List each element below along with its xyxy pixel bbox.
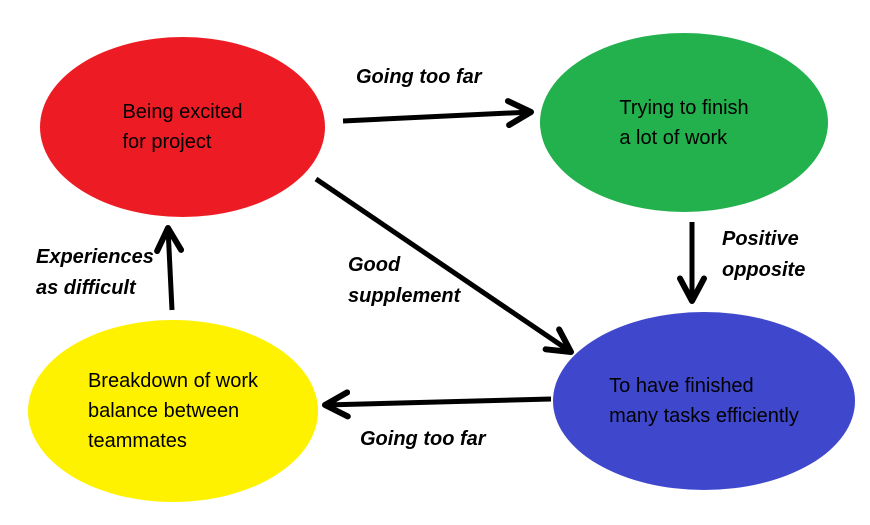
edge-label-positive-opposite: Positive opposite [722, 228, 806, 281]
node-finished-tasks: To have finished many tasks efficiently [553, 312, 855, 490]
arrow-finished-to-breakdown [322, 389, 552, 420]
edge-label-going-too-far-top: Going too far [356, 66, 482, 88]
node-work-breakdown: Breakdown of work balance between teamma… [28, 320, 318, 502]
arrow-excited-to-trying [342, 98, 534, 129]
edge-label-going-too-far-bottom: Going too far [360, 428, 486, 450]
node-being-excited: Being excited for project [40, 37, 325, 217]
node-being-excited-label: Being excited for project [122, 101, 243, 153]
node-trying-to-finish: Trying to finish a lot of work [540, 33, 828, 212]
node-finished-tasks-label: To have finished many tasks efficiently [609, 375, 799, 427]
edge-label-good-supplement: Good supplement [348, 254, 461, 307]
node-trying-to-finish-label: Trying to finish a lot of work [619, 96, 749, 149]
node-work-breakdown-label: Breakdown of work balance between teamma… [87, 370, 259, 452]
arrow-breakdown-to-excited [154, 225, 185, 311]
edge-label-experiences-as-difficult: Experiences as difficult [36, 246, 154, 299]
